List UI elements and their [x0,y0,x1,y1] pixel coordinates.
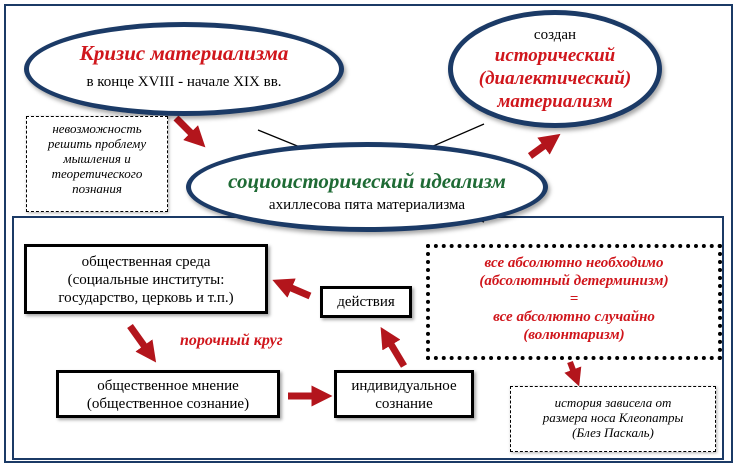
pascal-line1: история зависела от [554,395,672,410]
idealism-subtitle: ахиллесова пята материализма [268,197,466,213]
impossibility-line4: теоретического [51,166,143,181]
actions-box: действия [320,286,412,318]
determinism-line3: = [569,291,579,307]
created-line2: (диалектический) [478,68,632,89]
impossibility-line1: невозможность [52,121,142,136]
crisis-title: Кризис материализма [79,41,289,65]
actions-label: действия [337,294,395,310]
created-line1: исторический [494,45,616,66]
arrow-actions-to-env [272,278,312,300]
crisis-period: в конце XVIII - начале XIX вв. [86,74,282,90]
created-line3: материализм [497,91,613,112]
vicious-circle-label: порочный круг [180,332,283,349]
idealism-ellipse: социоисторический идеализм ахиллесова пя… [186,142,548,232]
pascal-line2: размера носа Клеопатры [542,410,684,425]
determinism-line1: все абсолютно необходимо [484,255,664,271]
pascal-line3: (Блез Паскаль) [572,425,654,440]
crisis-ellipse: Кризис материализма в конце XVIII - нача… [24,22,344,116]
determinism-line2: (абсолютный детерминизм) [479,273,669,289]
social-env-line2: (социальные институты: [67,272,225,288]
impossibility-line3: мышления и [63,151,131,166]
arrow-env-to-opinion [127,323,157,363]
arrow-crisis-to-idealism [173,115,206,148]
pascal-quote-note: история зависела от размера носа Клеопат… [510,386,716,452]
social-env-line3: государство, церковь и т.п.) [58,290,234,306]
determinism-box: все абсолютно необходимо (абсолютный дет… [426,244,722,360]
social-environment-box: общественная среда (социальные институты… [24,244,268,314]
impossibility-line2: решить проблему [47,136,147,151]
arrow-idealism-to-created [527,133,561,159]
social-env-line1: общественная среда [81,254,211,270]
arrow-determinism-to-pascal [564,360,582,387]
determinism-line5: (волюнтаризм) [523,327,625,343]
individual-consciousness-box: индивидуальное сознание [334,370,474,418]
impossibility-note: невозможность решить проблему мышления и… [26,116,168,212]
individual-line2: сознание [375,396,433,412]
created-ellipse: создан исторический (диалектический) мат… [448,10,662,128]
impossibility-line5: познания [72,181,122,196]
public-opinion-box: общественное мнение (общественное сознан… [56,370,280,418]
individual-line1: индивидуальное [351,378,457,394]
public-opinion-line1: общественное мнение [97,378,239,394]
created-intro: создан [533,27,577,43]
idealism-title: социоисторический идеализм [228,169,506,193]
arrow-individual-to-actions [380,326,408,368]
determinism-line4: все абсолютно случайно [493,309,655,325]
public-opinion-line2: (общественное сознание) [86,396,250,412]
